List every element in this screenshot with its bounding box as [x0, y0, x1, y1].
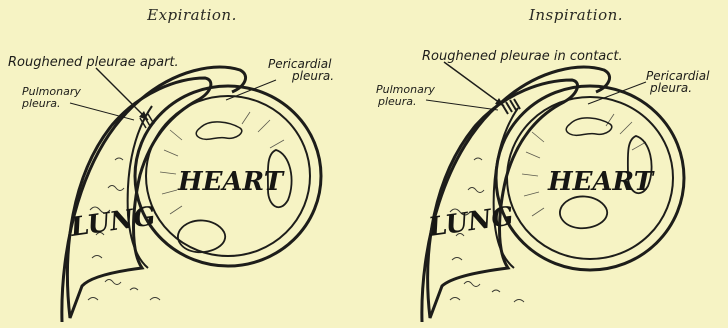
pulmonary-leader	[426, 100, 498, 110]
heart-vessels	[196, 122, 242, 139]
expiration-diagram: Roughened pleurae apart. Pericardial ple…	[0, 0, 364, 328]
label-pulmonary-2: pleura.	[377, 95, 417, 108]
expiration-panel: Expiration.	[0, 0, 364, 328]
label-pericardial-2: pleura.	[649, 81, 692, 95]
heart-hatching	[160, 112, 284, 214]
heart-chamber-left	[560, 196, 607, 228]
inspiration-diagram: Roughened pleurae in contact. Pericardia…	[364, 0, 728, 328]
label-lung: LUNG	[68, 201, 158, 243]
label-pulmonary-2: pleura.	[21, 97, 61, 110]
label-pericardial-2: pleura.	[291, 69, 334, 83]
label-heart: HEART	[177, 167, 285, 197]
pleurae-arrow	[444, 62, 504, 106]
label-heart: HEART	[547, 167, 655, 197]
label-roughened-pleurae: Roughened pleurae in contact.	[422, 49, 623, 64]
lung-outline	[428, 80, 578, 318]
heart-chamber-left	[178, 220, 225, 252]
heart-vessels	[566, 118, 612, 135]
inspiration-panel: Inspiration.	[364, 0, 728, 328]
label-roughened-pleurae: Roughened pleurae apart.	[8, 55, 179, 70]
label-lung: LUNG	[426, 201, 516, 243]
